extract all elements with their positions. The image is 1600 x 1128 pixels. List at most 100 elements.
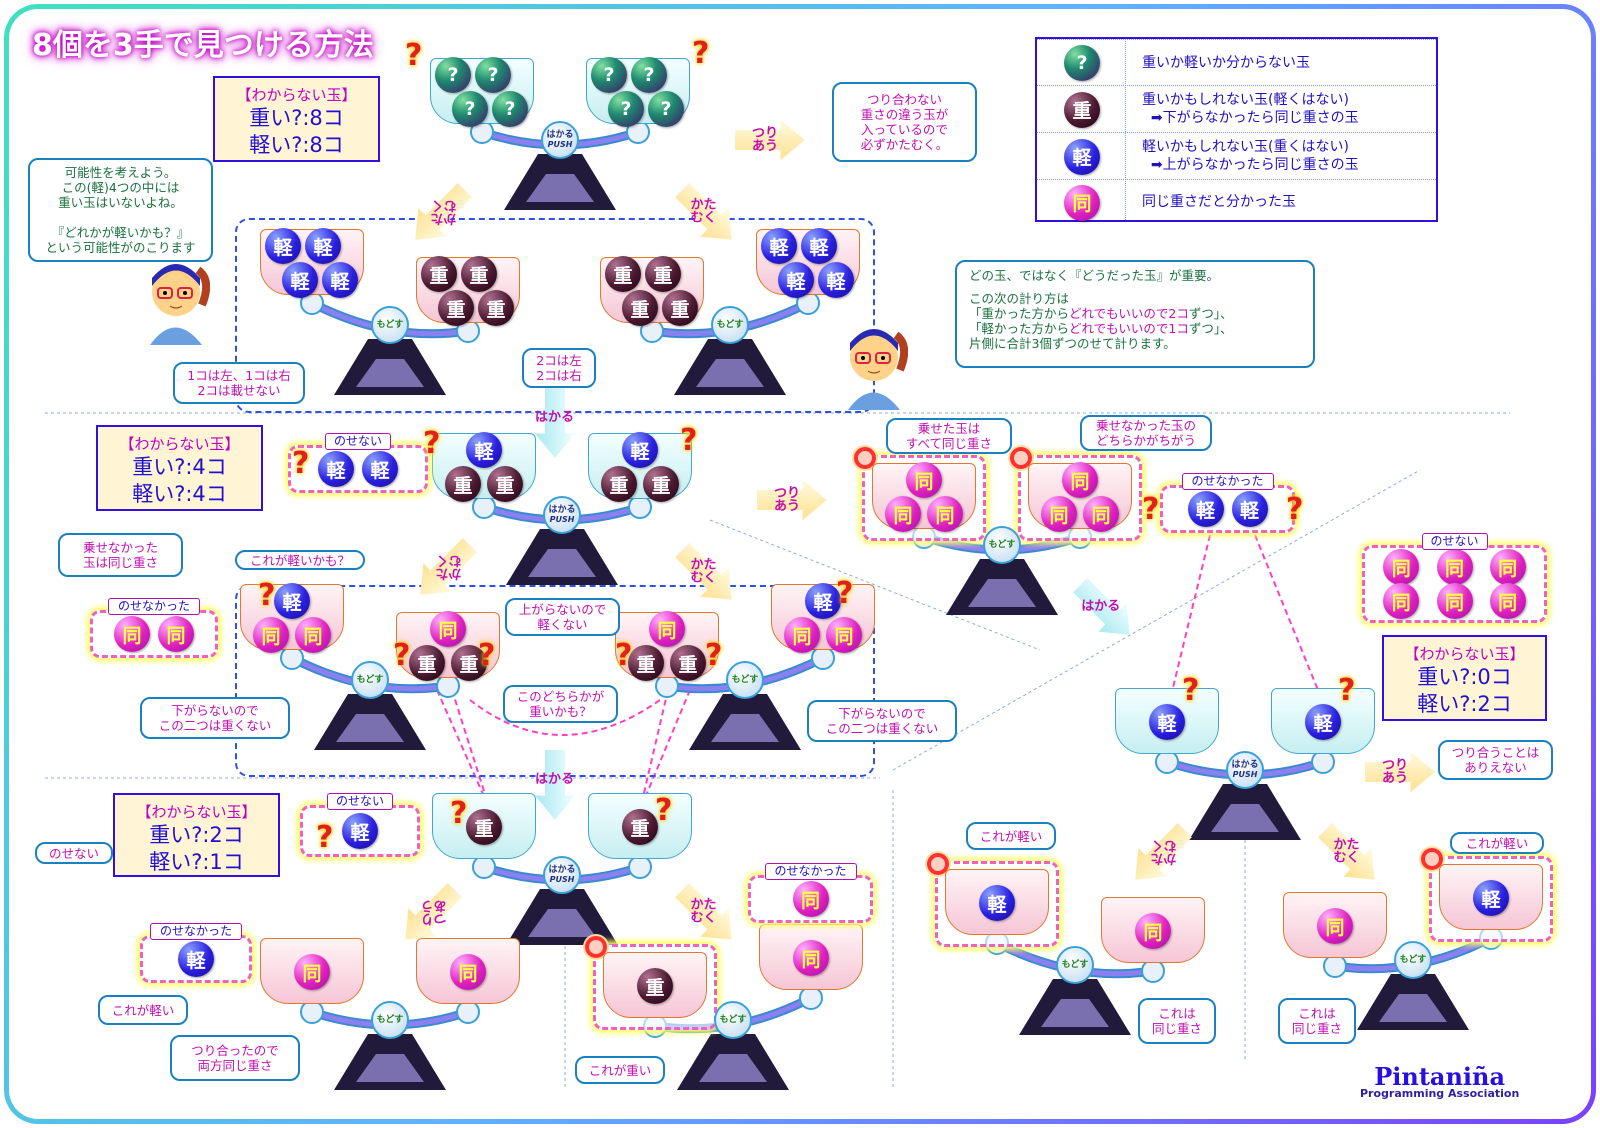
unweighed-group <box>90 610 218 658</box>
ball-same: 同 <box>1489 549 1526 585</box>
selected-marker-icon <box>585 936 607 958</box>
ball-unknown: ? <box>492 91 528 127</box>
ball-heavy: 重 <box>438 290 474 326</box>
ball-heavy: 重 <box>451 645 487 681</box>
ball-light: 軽 <box>818 262 854 298</box>
callout: これが軽い <box>1450 832 1544 854</box>
info-heavy-count: 重い?:2コ <box>149 823 244 847</box>
ball-light: 軽 <box>805 583 841 619</box>
connector-line <box>639 689 691 811</box>
reset-button[interactable]: もどす <box>1056 946 1094 984</box>
legend-divider <box>1125 39 1126 220</box>
arrow-measure: はかる <box>1066 571 1144 649</box>
logo-subtitle: Programming Association <box>1360 1087 1520 1100</box>
arrow-label: かた むく <box>1150 837 1177 866</box>
reset-button[interactable]: もどす <box>711 306 749 344</box>
ball-same: 同 <box>114 616 150 652</box>
ball-unknown: ? <box>608 91 644 127</box>
question-mark-icon: ? <box>1338 673 1356 708</box>
arrow-label: はかる <box>1081 598 1121 614</box>
unweighed-group <box>288 445 428 493</box>
legend-text: 同じ重さだと分かった玉 <box>1142 194 1296 210</box>
reset-label: もどす <box>719 1015 747 1025</box>
advice-text: ずつ」、 <box>1188 321 1233 336</box>
selected-marker-icon <box>1010 447 1032 469</box>
reset-label: もどす <box>716 320 744 330</box>
callout: つり合うことは ありえない <box>1438 740 1553 780</box>
info-box: 【わからない玉】重い?:8コ軽い?:8コ <box>213 76 380 162</box>
section-divider <box>892 469 1421 771</box>
arrow-tilt: かた むく <box>1311 816 1389 894</box>
group-label: のせない <box>327 793 393 810</box>
reset-button[interactable]: もどす <box>351 661 389 699</box>
legend-row: 同同じ重さだと分かった玉 <box>1037 179 1436 224</box>
arrow-label: かた むく <box>435 552 462 581</box>
arrow-label: かた むく <box>690 557 717 586</box>
ball-same: 同 <box>294 954 330 990</box>
ball-same: 同 <box>1383 549 1420 585</box>
ball-heavy: 重 <box>478 290 514 326</box>
legend-text: 重いかもしれない玉(軽くはない) ➡下がらなかったら同じ重さの玉 <box>1142 92 1359 126</box>
ball-unknown: ? <box>648 91 684 127</box>
ball-light: 軽 <box>1473 880 1509 916</box>
reset-label: もどす <box>356 675 384 685</box>
ball-light: 軽 <box>362 451 398 487</box>
arrow-label: かた むく <box>430 197 457 226</box>
logo: Pintaniña Programming Association <box>1360 1062 1519 1100</box>
arrow-label: かた むく <box>690 197 717 226</box>
advice-text: 「軽かった方から <box>969 321 1070 336</box>
girl-icon <box>150 264 211 345</box>
question-mark-icon: ? <box>836 576 854 611</box>
reset-button[interactable]: もどす <box>371 1001 409 1039</box>
measure-label: はかる <box>1231 760 1259 770</box>
callout: これが軽い <box>98 995 188 1025</box>
ball-same: 同 <box>927 496 963 532</box>
ball-light: 軽 <box>622 432 658 468</box>
reset-button[interactable]: もどす <box>1394 941 1432 979</box>
ball-unknown: ? <box>475 57 511 93</box>
ball-same: 同 <box>1436 549 1473 585</box>
reset-label: もどす <box>731 675 759 685</box>
callout: 1コは左、1コは右 2コは載せない <box>173 362 305 404</box>
group-label: のせなかった <box>150 923 242 940</box>
ball-light: 軽 <box>322 262 358 298</box>
advice-text: 「重かった方から <box>969 306 1070 321</box>
reset-label: もどす <box>376 320 404 330</box>
ball-same: 同 <box>1041 496 1077 532</box>
ball-light: 軽 <box>1305 704 1341 740</box>
arrow-balance: つり あう <box>1365 752 1435 792</box>
ball-light: 軽 <box>342 813 378 849</box>
scale-base-panel <box>336 714 404 742</box>
arrow-balance: つり あう <box>735 120 805 160</box>
ball-heavy: 重 <box>445 466 481 502</box>
legend-text: 軽いかもしれない玉(重くはない) ➡上がらなかったら同じ重さの玉 <box>1142 139 1359 173</box>
legend-table: ?重いか軽いか分からない玉重重いかもしれない玉(軽くはない) ➡下がらなかったら… <box>1035 37 1438 222</box>
arrow-label: つり あう <box>751 126 778 154</box>
ball-same: 同 <box>1083 496 1119 532</box>
ball-same: 同 <box>1489 583 1526 619</box>
ball-same: 同 <box>253 617 289 653</box>
reset-button[interactable]: もどす <box>714 1001 752 1039</box>
reset-button[interactable]: もどす <box>983 526 1021 564</box>
ball-unknown: ? <box>1064 45 1100 81</box>
info-light-count: 軽い?:2コ <box>1417 692 1512 716</box>
connector-line <box>1169 534 1211 701</box>
logo-name: Pintaniña <box>1374 1062 1506 1091</box>
advice-highlight: どれでもいいので1コ <box>1069 321 1189 336</box>
arrow-label: かた むく <box>1333 837 1360 866</box>
info-light-count: 軽い?:4コ <box>132 482 227 506</box>
ball-light: 軽 <box>318 451 354 487</box>
info-box: 【わからない玉】重い?:2コ軽い?:1コ <box>113 793 280 877</box>
reset-button[interactable]: もどす <box>726 661 764 699</box>
callout: のせない <box>35 842 113 864</box>
ball-same: 同 <box>784 617 820 653</box>
ball-heavy: 重 <box>1064 91 1100 128</box>
ball-heavy: 重 <box>645 256 681 292</box>
reset-button[interactable]: もどす <box>371 306 409 344</box>
group-label: のせなかった <box>1181 473 1274 490</box>
